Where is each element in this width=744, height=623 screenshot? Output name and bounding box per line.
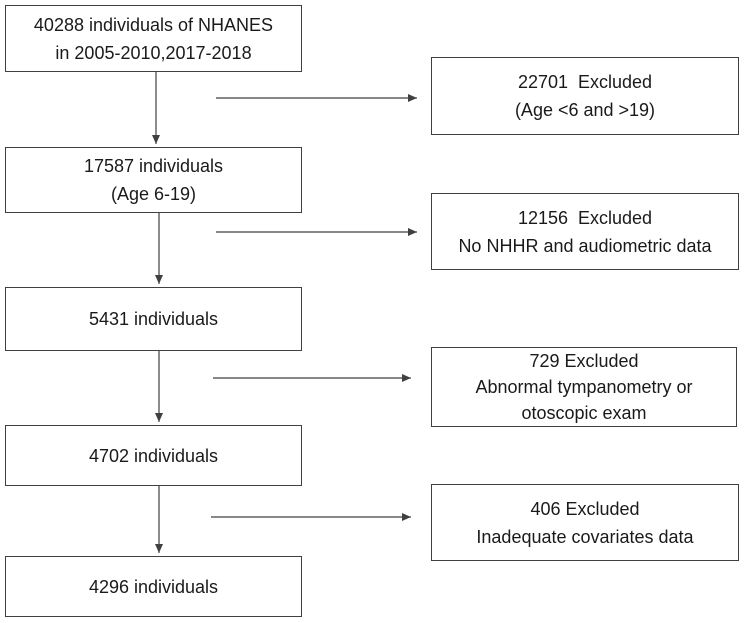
main-box-5-line-1: 4296 individuals [88, 576, 219, 597]
exclusion-box-abnormal-exam: 729 Excluded Abnormal tympanometry or ot… [431, 347, 737, 427]
main-box-with-data: 5431 individuals [5, 287, 302, 351]
exclusion-box-4-line-1: 406 Excluded [530, 498, 640, 519]
exclusion-box-covariates: 406 Excluded Inadequate covariates data [431, 484, 739, 561]
exclusion-box-3-line-3: otoscopic exam [521, 403, 647, 423]
exclusion-box-1-line-2: (Age <6 and >19) [514, 100, 656, 120]
main-box-total-population: 40288 individuals of NHANES in 2005-2010… [5, 5, 302, 72]
main-box-age-filtered: 17587 individuals (Age 6-19) [5, 147, 302, 213]
exclusion-box-2-line-2: No NHHR and audiometric data [458, 235, 712, 256]
main-box-4-line-1: 4702 individuals [88, 445, 219, 466]
main-box-normal-exam: 4702 individuals [5, 425, 302, 486]
exclusion-box-2-line-1: 12156 Excluded [517, 207, 653, 228]
main-box-final-sample: 4296 individuals [5, 556, 302, 617]
exclusion-box-age: 22701 Excluded (Age <6 and >19) [431, 57, 739, 135]
exclusion-box-4-line-2: Inadequate covariates data [476, 526, 694, 547]
main-box-2-line-1: 17587 individuals [83, 156, 224, 176]
main-box-1-line-1: 40288 individuals of NHANES [33, 14, 274, 35]
exclusion-box-3-line-2: Abnormal tympanometry or [475, 377, 693, 397]
exclusion-box-3-line-1: 729 Excluded [529, 351, 639, 371]
exclusion-box-1-line-1: 22701 Excluded [517, 72, 653, 92]
main-box-3-line-1: 5431 individuals [88, 309, 219, 329]
exclusion-box-missing-data: 12156 Excluded No NHHR and audiometric d… [431, 193, 739, 270]
main-box-2-line-2: (Age 6-19) [110, 184, 197, 204]
main-box-1-line-2: in 2005-2010,2017-2018 [55, 42, 252, 63]
